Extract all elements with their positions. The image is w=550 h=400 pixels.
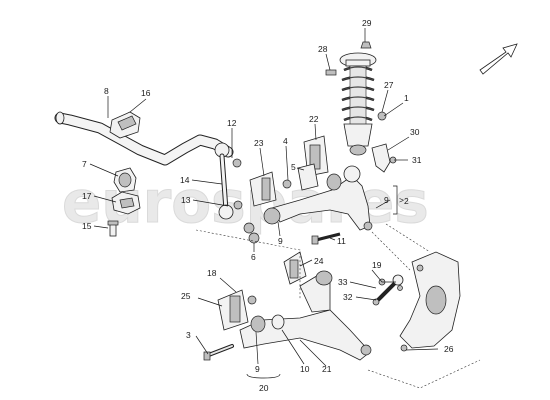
label-15: 15 (82, 221, 92, 231)
bracket-24 (283, 251, 307, 285)
bar-clamp-16 (109, 111, 141, 139)
label-30: 30 (410, 127, 420, 137)
shock-absorber (325, 41, 387, 156)
bracket-30 (371, 143, 397, 173)
bracket-25 (217, 289, 249, 331)
clamp-17 (111, 191, 141, 215)
label-4: 4 (283, 136, 288, 146)
bolt-11 (311, 232, 341, 245)
label-27: 27 (384, 80, 394, 90)
label-10: 10 (300, 364, 310, 374)
label-8: 8 (104, 86, 109, 96)
label-22: 22 (309, 114, 319, 124)
part-labels: 29 28 27 1 30 31 8 16 12 23 4 22 5 7 14 … (82, 18, 454, 393)
label-32: 32 (343, 292, 353, 302)
bracket-5 (297, 163, 319, 191)
label-17: 17 (82, 191, 92, 201)
label-2: 2 (404, 196, 409, 206)
hub-carrier (399, 251, 461, 352)
label-3: 3 (186, 330, 191, 340)
bolt-15 (107, 220, 119, 237)
lower-control-arm (239, 270, 372, 361)
label-31: 31 (412, 155, 422, 165)
label-9-upper: 9 (278, 236, 283, 246)
label-1: 1 (404, 93, 409, 103)
label-19: 19 (372, 260, 382, 270)
label-7: 7 (82, 159, 87, 169)
assembly-outline (195, 223, 481, 389)
tie-rod-end-32 (372, 274, 404, 306)
label-5: 5 (291, 162, 296, 172)
label-26: 26 (444, 344, 454, 354)
label-9-lower: 9 (255, 364, 260, 374)
label-16: 16 (141, 88, 151, 98)
label-20: 20 (259, 383, 269, 393)
label-13: 13 (181, 195, 191, 205)
label-6: 6 (251, 252, 256, 262)
label-21: 21 (322, 364, 332, 374)
label-18: 18 (207, 268, 217, 278)
label-14: 14 (180, 175, 190, 185)
bushing-7 (113, 167, 137, 193)
label-29: 29 (362, 18, 372, 28)
bracket-arrow: > (399, 195, 404, 205)
label-9-right: 9 (384, 195, 389, 205)
direction-arrow-icon (479, 43, 518, 75)
label-25: 25 (181, 291, 191, 301)
upper-control-arm (243, 165, 373, 234)
stabilizer-bar (54, 111, 234, 166)
label-12: 12 (227, 118, 237, 128)
label-24: 24 (314, 256, 324, 266)
bracket-group-2 (393, 185, 398, 215)
label-11: 11 (337, 236, 346, 246)
link-rod-14 (214, 142, 243, 220)
nut-6 (248, 232, 260, 244)
label-23: 23 (254, 138, 264, 148)
bolt-3 (203, 344, 234, 361)
label-28: 28 (318, 44, 328, 54)
label-33: 33 (338, 277, 348, 287)
bracket-23 (249, 171, 292, 207)
leader-lines (89, 28, 439, 379)
